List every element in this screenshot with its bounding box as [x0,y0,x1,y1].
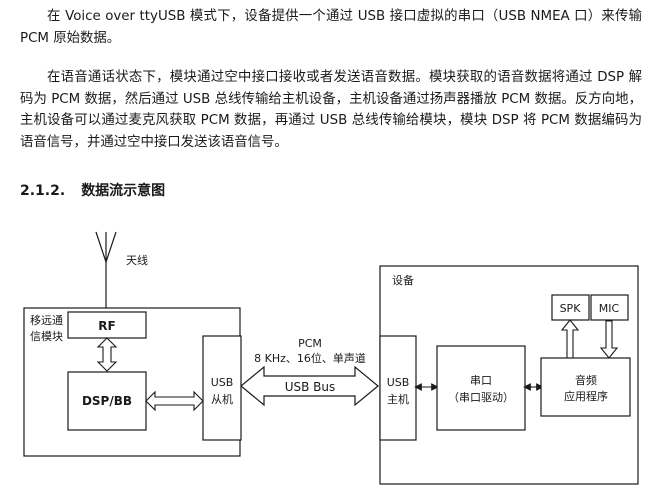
audio-label-line1: 音频 [575,373,597,387]
usb-host-box [379,335,417,441]
usb-slave-label-line1: USB [211,376,234,389]
usb-slave-label-line2: 从机 [211,392,233,406]
rf-dsp-arrow [96,337,118,372]
antenna-icon [95,231,117,308]
mic-label: MIC [599,302,620,315]
antenna-label: 天线 [126,253,148,267]
spk-box [551,294,590,321]
dspbb-box [67,371,147,431]
mic-box [590,294,629,321]
rf-label: RF [98,319,115,333]
rf-box [67,311,147,339]
dsp-usb-arrow [145,390,204,412]
usb-slave-box [202,335,242,441]
dspbb-label: DSP/BB [82,394,132,408]
device-label: 设备 [392,273,414,287]
pcm-label: PCM [298,337,322,350]
module-label-line1: 移远通 [30,314,63,327]
spk-label: SPK [560,302,582,315]
usb-host-label-line2: 主机 [387,392,409,406]
intro-paragraph: 在 Voice over ttyUSB 模式下，设备提供一个通过 USB 接口虚… [20,9,642,46]
serial-port-box [436,345,526,431]
section-heading: 2.1.2. 数据流示意图 [20,180,165,200]
pcm-format-label: 8 KHz、16位、单声道 [254,351,366,365]
voice-call-paragraph: 在语音通话状态下，模块通过空中接口接收或者发送语音数据。模块获取的语音数据将通过… [20,70,642,150]
mic-audio-arrow [599,320,619,359]
section-number: 2.1.2. [20,183,66,199]
serial-label-line1: 串口 [470,374,492,387]
audio-app-box [540,357,631,417]
audio-spk-arrow [560,319,580,359]
audio-label-line2: 应用程序 [564,389,608,403]
usb-bus-arrow [240,365,379,407]
usb-bus-label: USB Bus [285,380,336,394]
usb-host-label-line1: USB [387,376,410,389]
module-label-line2: 信模块 [30,330,63,343]
serial-label-line2: （串口驱动） [448,391,514,404]
section-title: 数据流示意图 [81,183,166,199]
